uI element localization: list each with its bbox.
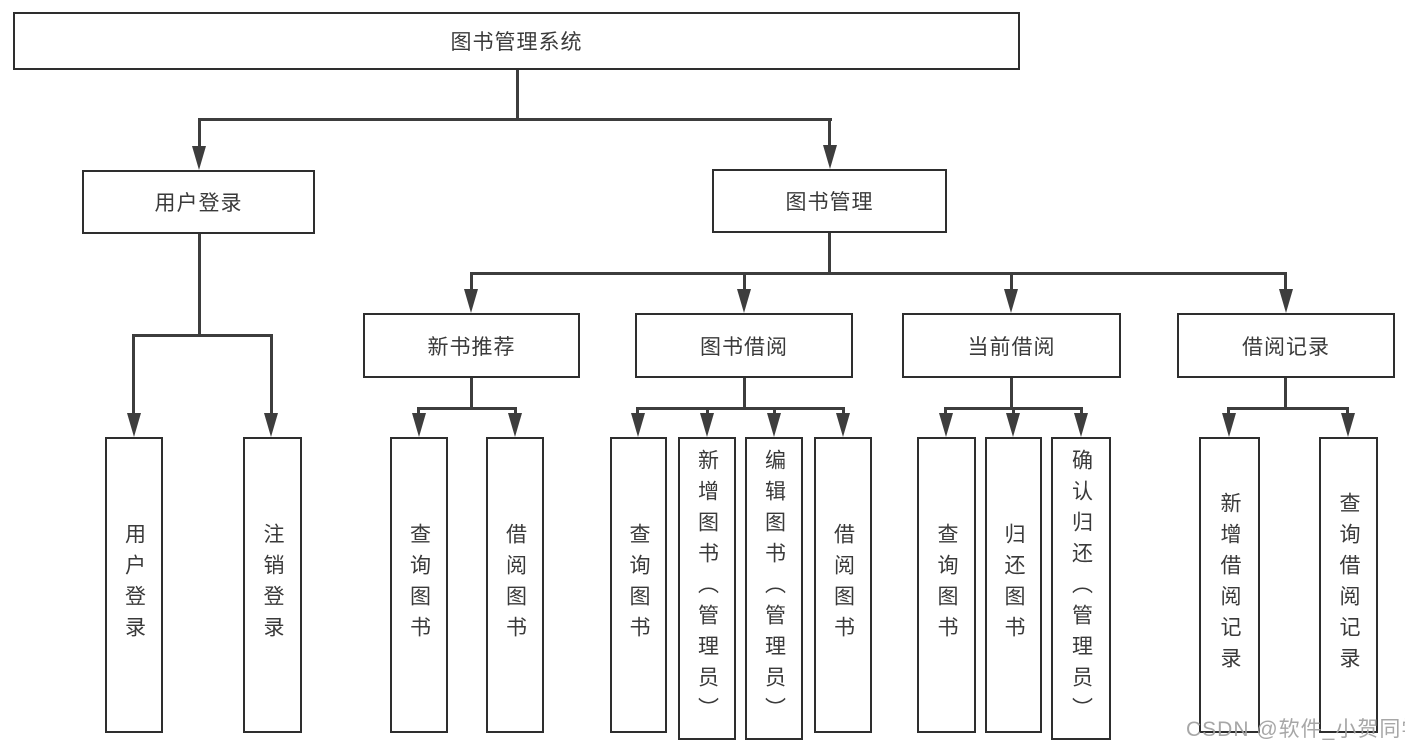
csdn-watermark: CSDN @软件_小贺同学 — [1186, 718, 1405, 741]
arrow-down-icon — [192, 146, 206, 170]
leaf-borrow-books-1: 借阅图书 — [486, 437, 544, 733]
leaf-label: 确认归还（管理员） — [1069, 449, 1093, 728]
connector-line — [1227, 407, 1349, 410]
arrow-down-icon — [836, 413, 850, 437]
connector-line — [417, 407, 517, 410]
connector-line — [743, 272, 746, 292]
connector-line — [1284, 272, 1287, 292]
connector-line — [773, 407, 776, 416]
connector-line — [828, 233, 831, 275]
connector-line — [636, 407, 639, 416]
leaf-label: 借阅图书 — [503, 523, 527, 647]
leaf-label: 新增图书（管理员） — [695, 449, 719, 728]
connector-line — [828, 118, 831, 147]
connector-line — [198, 234, 201, 337]
connector-line — [516, 70, 519, 121]
arrow-down-icon — [508, 413, 522, 437]
arrow-down-icon — [700, 413, 714, 437]
node-new-book-recommend-label: 新书推荐 — [427, 335, 516, 359]
leaf-query-books-1: 查询图书 — [390, 437, 448, 733]
leaf-borrow-books-2: 借阅图书 — [814, 437, 872, 733]
leaf-label: 注销登录 — [261, 523, 284, 647]
node-new-book-recommend: 新书推荐 — [363, 313, 580, 378]
connector-line — [198, 118, 832, 121]
leaf-logout: 注销登录 — [243, 437, 302, 733]
leaf-confirm-return-admin: 确认归还（管理员） — [1051, 437, 1111, 740]
node-book-borrow-label: 图书借阅 — [700, 335, 788, 359]
arrow-down-icon — [767, 413, 781, 437]
connector-line — [198, 118, 201, 148]
connector-line — [1080, 407, 1083, 416]
connector-line — [1227, 407, 1230, 416]
node-root-label: 图书管理系统 — [450, 31, 583, 54]
node-borrow-records-label: 借阅记录 — [1242, 335, 1330, 359]
leaf-edit-books-admin: 编辑图书（管理员） — [745, 437, 803, 740]
arrow-down-icon — [412, 413, 426, 437]
connector-line — [1346, 407, 1349, 416]
leaf-label: 查询图书 — [627, 523, 650, 647]
connector-line — [706, 407, 709, 416]
node-book-borrow: 图书借阅 — [635, 313, 853, 378]
leaf-user-login: 用户登录 — [105, 437, 163, 733]
connector-line — [270, 334, 273, 415]
leaf-add-books-admin: 新增图书（管理员） — [678, 437, 736, 740]
arrow-down-icon — [1004, 289, 1018, 313]
arrow-down-icon — [631, 413, 645, 437]
leaf-query-books-3: 查询图书 — [917, 437, 976, 733]
node-current-borrow: 当前借阅 — [902, 313, 1121, 378]
connector-line — [470, 272, 1287, 275]
leaf-query-borrow-record: 查询借阅记录 — [1319, 437, 1378, 733]
node-user-login-label: 用户登录 — [154, 192, 243, 215]
connector-line — [1012, 407, 1015, 416]
arrow-down-icon — [1074, 413, 1088, 437]
arrow-down-icon — [264, 413, 278, 437]
connector-line — [470, 272, 473, 292]
connector-line — [1010, 378, 1013, 410]
connector-line — [944, 407, 947, 416]
leaf-query-books-2: 查询图书 — [610, 437, 667, 733]
connector-line — [743, 378, 746, 410]
node-borrow-records: 借阅记录 — [1177, 313, 1395, 378]
connector-line — [1284, 378, 1287, 410]
arrow-down-icon — [1222, 413, 1236, 437]
arrow-down-icon — [1279, 289, 1293, 313]
connector-line — [470, 378, 473, 410]
node-current-borrow-label: 当前借阅 — [967, 335, 1056, 359]
connector-line — [842, 407, 845, 416]
leaf-add-borrow-record: 新增借阅记录 — [1199, 437, 1260, 733]
leaf-label: 归还图书 — [1002, 523, 1025, 647]
connector-line — [417, 407, 420, 416]
leaf-label: 查询图书 — [407, 523, 431, 647]
node-user-login: 用户登录 — [82, 170, 315, 234]
leaf-label: 查询图书 — [935, 523, 958, 647]
node-book-management-label: 图书管理 — [785, 191, 874, 214]
leaf-label: 借阅图书 — [831, 523, 855, 647]
arrow-down-icon — [1006, 413, 1020, 437]
arrow-down-icon — [1341, 413, 1355, 437]
connector-line — [1010, 272, 1013, 292]
node-root: 图书管理系统 — [13, 12, 1020, 70]
leaf-label: 编辑图书（管理员） — [762, 449, 786, 728]
leaf-label: 查询借阅记录 — [1337, 492, 1360, 678]
arrow-down-icon — [823, 145, 837, 169]
connector-line — [132, 334, 273, 337]
node-book-management: 图书管理 — [712, 169, 947, 233]
arrow-down-icon — [464, 289, 478, 313]
connector-line — [132, 334, 135, 415]
leaf-label: 用户登录 — [122, 523, 146, 647]
connector-line — [514, 407, 517, 416]
arrow-down-icon — [737, 289, 751, 313]
connector-line — [636, 407, 845, 410]
leaf-return-books: 归还图书 — [985, 437, 1042, 733]
arrow-down-icon — [939, 413, 953, 437]
leaf-label: 新增借阅记录 — [1218, 492, 1241, 678]
arrow-down-icon — [127, 413, 141, 437]
